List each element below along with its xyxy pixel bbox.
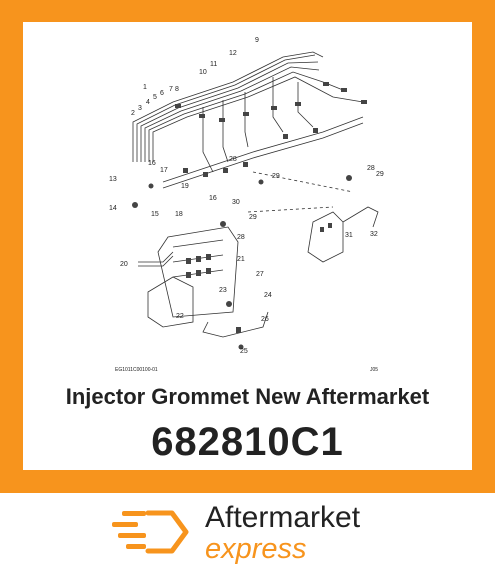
callout-29b: 29 [249, 214, 257, 221]
parts-diagram: 1 2 3 4 5 6 7 8 9 10 11 12 13 14 15 16 1… [109, 37, 384, 373]
callout-19: 19 [181, 183, 189, 190]
callout-3: 3 [138, 105, 142, 112]
speed-arrow-icon [112, 510, 189, 554]
callout-21: 21 [237, 256, 245, 263]
callout-30: 30 [232, 199, 240, 206]
callout-2: 2 [131, 110, 135, 117]
callout-11: 11 [210, 61, 217, 68]
callout-15: 15 [151, 211, 159, 218]
callout-26: 26 [261, 316, 269, 323]
callout-13: 13 [109, 176, 117, 183]
callout-29: 29 [272, 173, 280, 180]
brand-name-line2: express [205, 533, 307, 565]
callout-18: 18 [175, 211, 183, 218]
callout-10: 10 [199, 69, 207, 76]
callout-28: 28 [229, 156, 237, 163]
callout-27: 27 [256, 271, 264, 278]
orange-frame: 1 2 3 4 5 6 7 8 9 10 11 12 13 14 15 16 1… [0, 0, 495, 493]
callout-labels: 1 2 3 4 5 6 7 8 9 10 11 12 13 14 15 16 1… [109, 37, 384, 355]
callout-31: 31 [345, 232, 353, 239]
callout-20: 20 [120, 261, 128, 268]
figure-ref: J05 [370, 367, 378, 373]
callout-28b: 28 [237, 234, 245, 241]
callout-32: 32 [370, 231, 378, 238]
callout-5: 5 [153, 94, 157, 101]
part-number: 682810C1 [151, 420, 344, 464]
callout-28c: 28 [367, 165, 375, 172]
callout-6: 6 [160, 90, 164, 97]
callout-23: 23 [219, 287, 227, 294]
product-card: 1 2 3 4 5 6 7 8 9 10 11 12 13 14 15 16 1… [23, 22, 472, 470]
callout-12: 12 [229, 50, 237, 57]
callout-8: 8 [175, 86, 179, 93]
callout-1: 1 [143, 84, 147, 91]
callout-4: 4 [146, 99, 150, 106]
callout-14: 14 [109, 205, 117, 212]
callout-29c: 29 [376, 171, 384, 178]
product-name: Injector Grommet New Aftermarket [65, 384, 430, 409]
figure-code: EG1011C00100-01 [115, 367, 158, 373]
callout-22: 22 [176, 313, 184, 320]
callout-9: 9 [255, 37, 259, 44]
callout-17: 17 [160, 167, 168, 174]
callout-16b: 16 [209, 195, 217, 202]
callout-16: 16 [148, 160, 156, 167]
brand-name-line1: Aftermarket [205, 501, 361, 534]
callout-24: 24 [264, 292, 272, 299]
callout-7: 7 [169, 86, 173, 93]
callout-25: 25 [240, 348, 248, 355]
